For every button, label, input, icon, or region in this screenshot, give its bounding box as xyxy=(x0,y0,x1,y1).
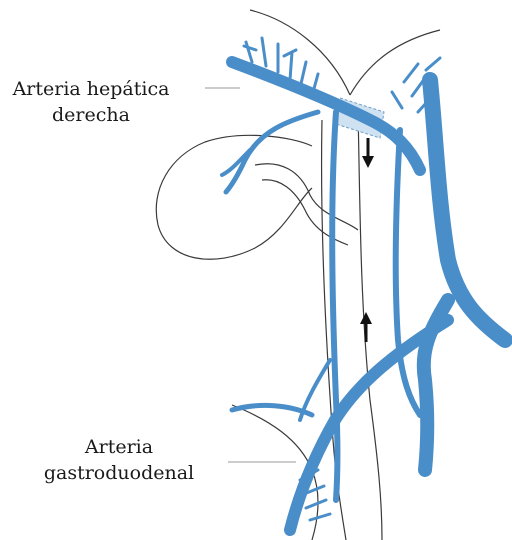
bile-duct-right-wall xyxy=(358,110,382,540)
right-hepatic-artery xyxy=(232,62,420,170)
label-hepatica-line2: derecha xyxy=(8,102,174,128)
label-gastro-line2: gastroduodenal xyxy=(36,460,202,486)
flow-arrows xyxy=(360,138,374,342)
cystic-duct-top xyxy=(255,164,358,230)
retroduodenal-link xyxy=(300,360,330,420)
gallbladder xyxy=(156,135,312,259)
flow-arrow-down xyxy=(362,138,374,168)
flow-arrow-up xyxy=(360,312,372,342)
label-hepatica-line1: Arteria hepática xyxy=(8,76,174,102)
label-arteria-gastroduodenal: Arteria gastroduodenal xyxy=(36,434,202,486)
label-gastro-line1: Arteria xyxy=(36,434,202,460)
label-arteria-hepatica-derecha: Arteria hepática derecha xyxy=(8,76,174,128)
